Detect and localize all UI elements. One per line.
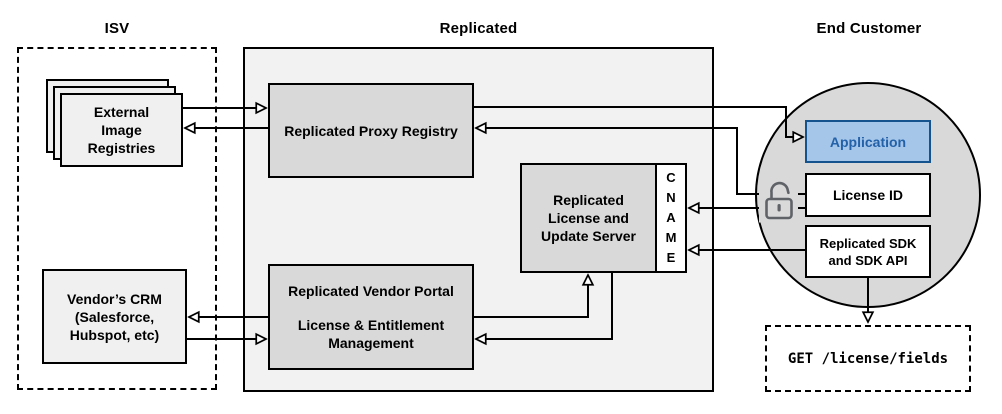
section-label-isv: ISV: [104, 20, 130, 37]
update-server-label-line3: Update Server: [541, 228, 636, 244]
crm-label-line1: Vendor’s CRM: [67, 290, 162, 307]
update-server-label-line2: License and: [548, 210, 629, 226]
cname-letter-n: N: [666, 190, 676, 205]
sdk-label-line1: Replicated SDK: [819, 235, 917, 251]
node-vendor-portal: Replicated Vendor Portal License & Entit…: [268, 264, 474, 370]
section-label-replicated: Replicated: [439, 20, 518, 37]
node-external-image-registries: External Image Registries: [60, 93, 183, 167]
application-label: Application: [829, 133, 907, 150]
vendor-portal-subtitle-line1: License & Entitlement: [297, 317, 445, 333]
section-label-end-customer: End Customer: [816, 20, 922, 37]
node-proxy-registry: Replicated Proxy Registry: [268, 83, 474, 178]
vendor-portal-title: Replicated Vendor Portal: [288, 283, 454, 299]
cname-letter-a: A: [666, 210, 676, 225]
get-endpoint-label: GET /license/fields: [787, 350, 949, 367]
cname-letter-m: M: [665, 230, 677, 245]
license-id-label: License ID: [832, 187, 904, 203]
node-license-id: License ID: [805, 173, 931, 217]
vendor-portal-subtitle-line2: Management: [328, 335, 414, 351]
registries-label-line3: Registries: [87, 140, 156, 156]
node-get-license-fields: GET /license/fields: [765, 325, 971, 392]
update-server-label-line1: Replicated: [553, 192, 624, 208]
node-application: Application: [805, 120, 931, 163]
node-update-server: Replicated License and Update Server: [520, 163, 657, 273]
isv-boundary: [17, 47, 217, 390]
sdk-label-line2: and SDK API: [828, 252, 908, 268]
proxy-registry-label: Replicated Proxy Registry: [284, 122, 458, 139]
vendor-portal-subtitle: License & Entitlement Management: [298, 316, 444, 352]
node-cname: C N A M E: [655, 163, 687, 273]
node-replicated-sdk: Replicated SDK and SDK API: [805, 225, 931, 278]
crm-label-line2: (Salesforce,: [74, 308, 155, 325]
registries-label-line2: Image: [101, 122, 142, 138]
registries-label-line1: External: [93, 104, 150, 120]
cname-letter-e: E: [666, 250, 676, 265]
crm-label-line3: Hubspot, etc): [69, 326, 160, 343]
cname-letter-c: C: [666, 170, 676, 185]
node-vendors-crm: Vendor’s CRM (Salesforce, Hubspot, etc): [42, 269, 187, 364]
